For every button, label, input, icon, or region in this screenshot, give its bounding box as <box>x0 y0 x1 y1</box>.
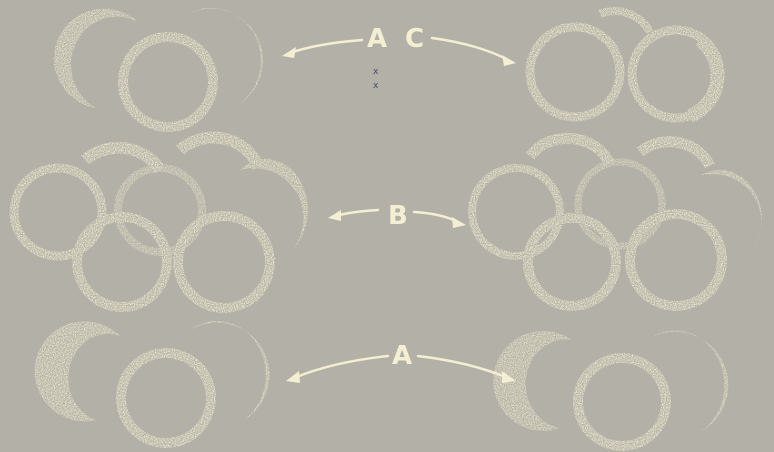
label-a-bottom: A <box>392 341 412 371</box>
pen-mark-2: x <box>373 81 379 91</box>
label-a-top: A <box>367 24 387 54</box>
label-b-middle: B <box>388 201 408 231</box>
label-c-top: C <box>405 24 424 54</box>
pen-mark-1: x <box>373 67 379 77</box>
